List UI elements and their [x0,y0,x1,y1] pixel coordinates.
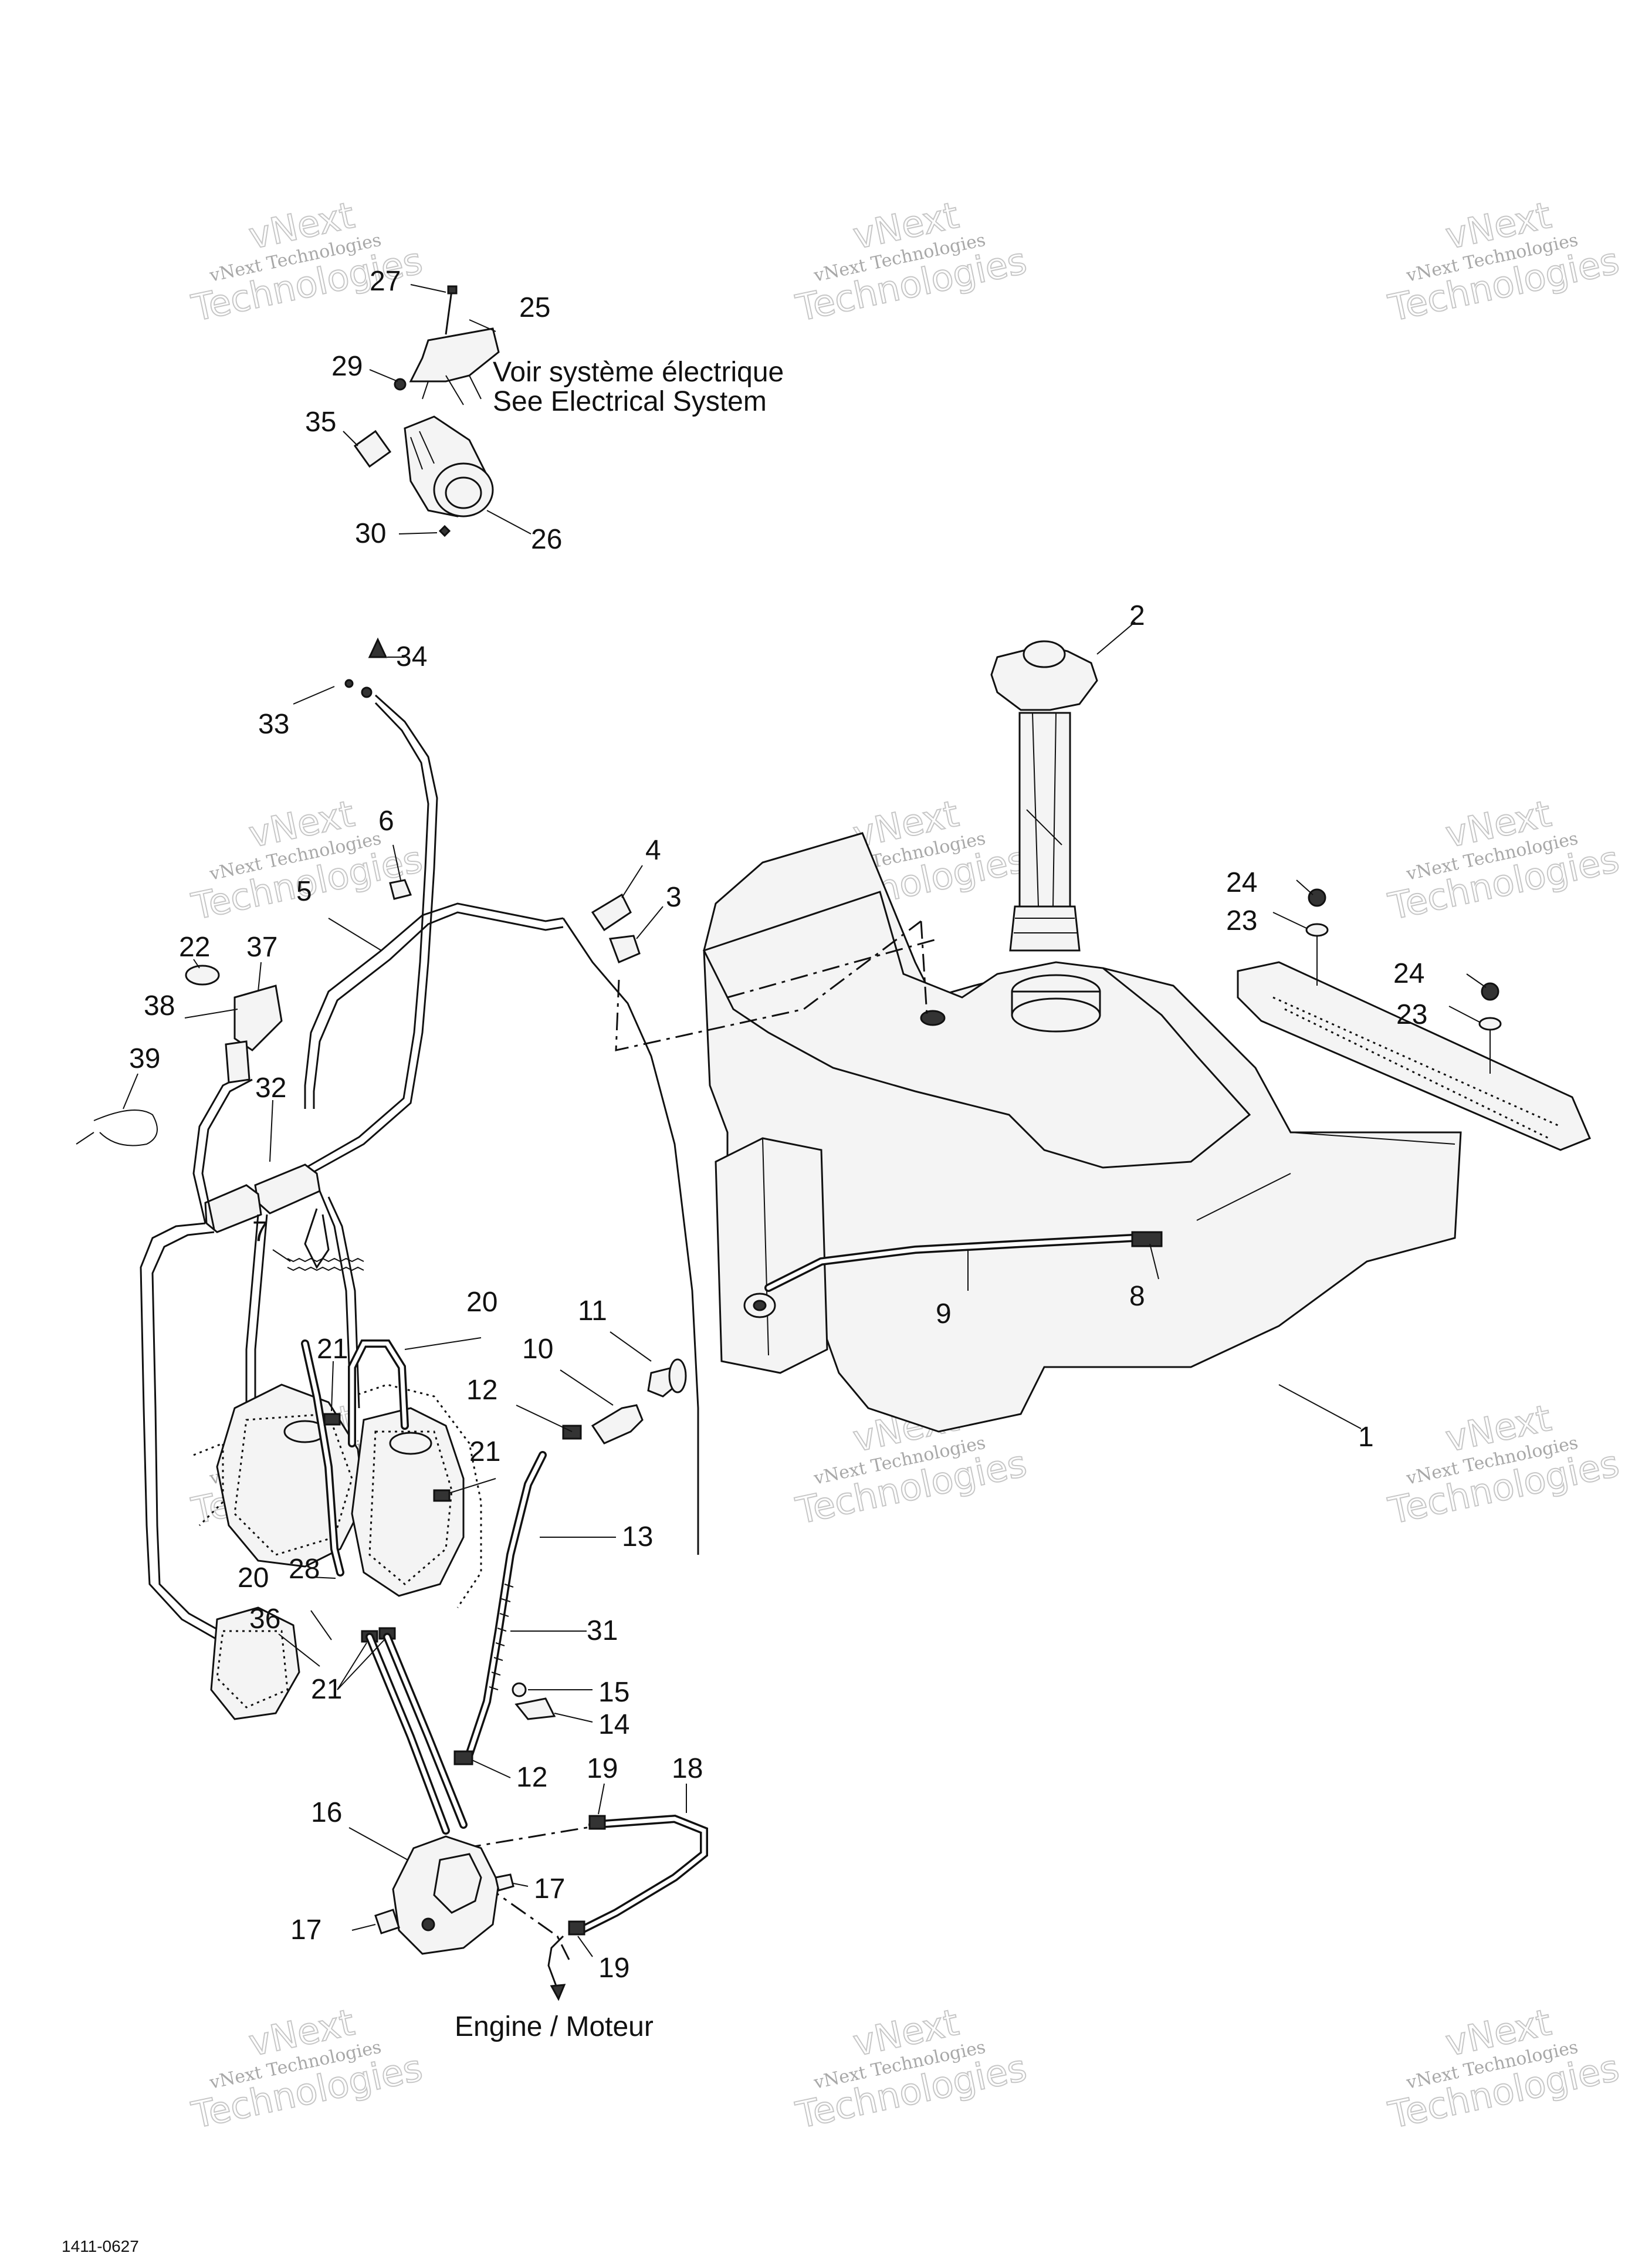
watermark: vNext vNext Technologies Technologies [187,193,426,330]
fuel-pickup-line [764,1231,1163,1292]
figure-code: 1411-0627 [62,2237,139,2253]
callout-13: 13 [622,1521,653,1552]
callout-17a: 17 [534,1873,565,1904]
callout-8: 8 [1129,1281,1145,1312]
watermark: vNext vNext Technologies Technologies [1384,1396,1623,1533]
callout-27: 27 [370,266,401,297]
callout-19a: 19 [587,1753,618,1784]
carb-fuel-hoses [301,1339,451,1643]
callout-25: 25 [519,292,550,323]
callout-17b: 17 [290,1914,321,1946]
watermark: vNext vNext Technologies Technologies [1384,2000,1623,2137]
callout-20a: 20 [466,1287,497,1318]
callout-22: 22 [179,932,210,963]
fuel-filler-tube [990,640,1098,952]
callout-6: 6 [378,806,394,837]
callout-28: 28 [289,1554,320,1585]
callout-12a: 12 [466,1375,497,1406]
callout-7: 7 [252,1216,268,1247]
throttle-housing-group: Voir système électrique See Electrical S… [353,285,784,537]
carburetor-assembly [193,1383,482,1720]
callout-1: 1 [1358,1422,1374,1453]
small-hardware [287,879,412,1271]
callout-35: 35 [305,407,336,438]
callout-30: 30 [355,518,386,549]
callout-10: 10 [522,1334,553,1365]
callout-23a: 23 [1226,905,1257,936]
callout-29: 29 [331,351,363,382]
callout-21b: 21 [469,1436,500,1467]
callout-32: 32 [255,1073,286,1104]
watermark: vNext vNext Technologies Technologies [1384,791,1623,929]
callout-20b: 20 [238,1562,269,1594]
callout-labels: 1 2 3 4 5 6 7 8 9 10 11 12 12 13 14 15 1… [129,266,1427,1984]
callout-4: 4 [645,835,661,866]
watermark: vNext vNext Technologies Technologies [187,2000,426,2137]
callout-31: 31 [587,1615,618,1646]
note-electrical-fr: Voir système électrique [493,357,784,388]
callout-39: 39 [129,1043,160,1074]
callout-36: 36 [249,1604,280,1635]
throttle-cable [263,637,438,1198]
watermark: vNext vNext Technologies Technologies [791,193,1031,330]
callout-34: 34 [396,641,427,672]
sensor-assembly [76,965,283,1146]
callout-24a: 24 [1226,867,1257,898]
callout-2: 2 [1129,600,1145,631]
callout-12b: 12 [516,1762,547,1793]
callout-11: 11 [578,1295,607,1327]
fuel-pump-assembly [365,1633,708,2001]
callout-38: 38 [144,990,175,1021]
engine-label: Engine / Moteur [455,2011,654,2042]
callout-23b: 23 [1396,999,1427,1030]
callout-18: 18 [672,1753,703,1784]
callout-21a: 21 [317,1334,348,1365]
callout-9: 9 [936,1298,952,1330]
callout-3: 3 [666,882,682,913]
callout-21c: 21 [311,1674,342,1705]
leader-lines [123,284,1487,1957]
watermark: vNext vNext Technologies Technologies [791,2000,1031,2137]
note-electrical-en: See Electrical System [493,386,767,417]
callout-24b: 24 [1393,958,1424,989]
callout-19b: 19 [598,1953,629,1984]
vent-line [304,893,699,1555]
alignment-lines [457,920,939,1960]
callout-26: 26 [531,524,562,555]
callout-16: 16 [311,1797,342,1828]
watermark: vNext vNext Technologies Technologies [1384,193,1623,330]
callout-33: 33 [258,709,289,740]
fuel-tank [702,832,1462,1433]
callout-37: 37 [246,932,277,963]
callout-15: 15 [598,1677,629,1708]
callout-14: 14 [598,1709,629,1740]
main-fuel-hose [453,1358,687,1765]
tank-strap [1237,888,1591,1151]
callout-5: 5 [296,876,312,907]
